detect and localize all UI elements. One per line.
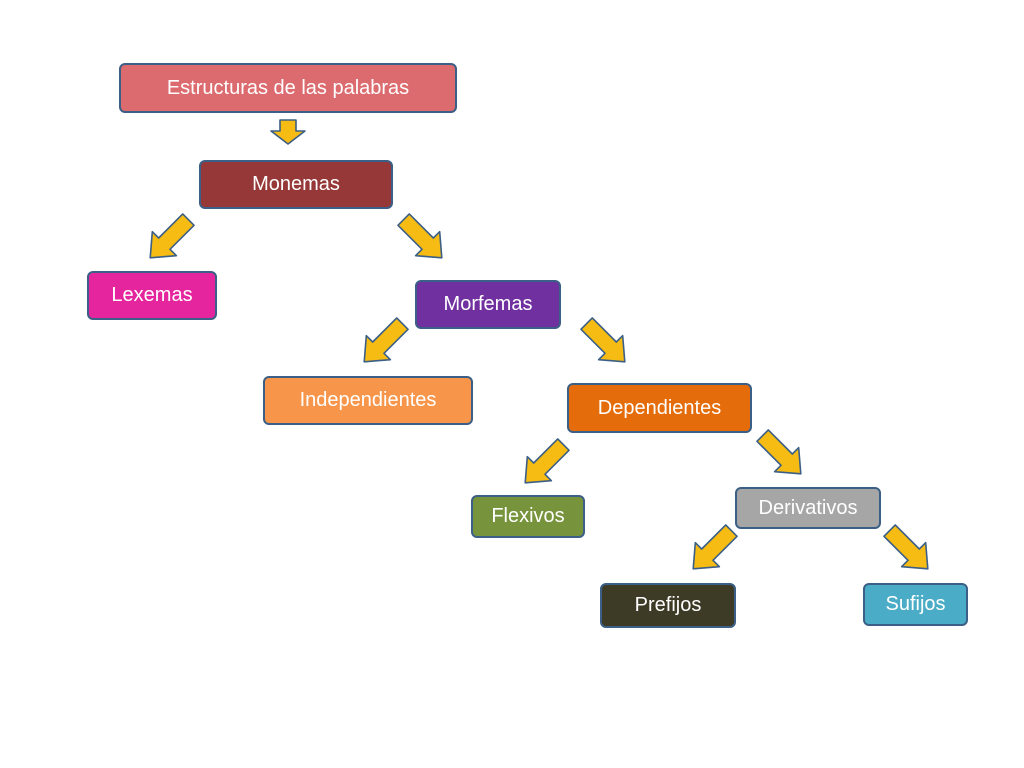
node-dependientes: Dependientes <box>567 383 752 433</box>
node-sufijos: Sufijos <box>863 583 968 626</box>
node-independientes: Independientes <box>263 376 473 425</box>
node-morfemas: Morfemas <box>415 280 561 329</box>
node-estructuras-de-las-palabras: Estructuras de las palabras <box>119 63 457 113</box>
arrow-morfemas-to-independientes <box>363 317 409 363</box>
arrow-derivativos-to-prefijos <box>692 524 738 570</box>
arrow-dependientes-to-derivativos <box>756 429 802 475</box>
arrow-monemas-to-lexemas <box>149 213 195 259</box>
arrow-morfemas-to-dependientes <box>580 317 626 363</box>
node-prefijos: Prefijos <box>600 583 736 628</box>
node-lexemas: Lexemas <box>87 271 217 320</box>
node-derivativos: Derivativos <box>735 487 881 529</box>
node-monemas: Monemas <box>199 160 393 209</box>
arrow-root-to-monemas <box>270 119 306 145</box>
arrow-dependientes-to-flexivos <box>524 438 570 484</box>
arrow-derivativos-to-sufijos <box>883 524 929 570</box>
arrow-monemas-to-morfemas <box>397 213 443 259</box>
node-flexivos: Flexivos <box>471 495 585 538</box>
